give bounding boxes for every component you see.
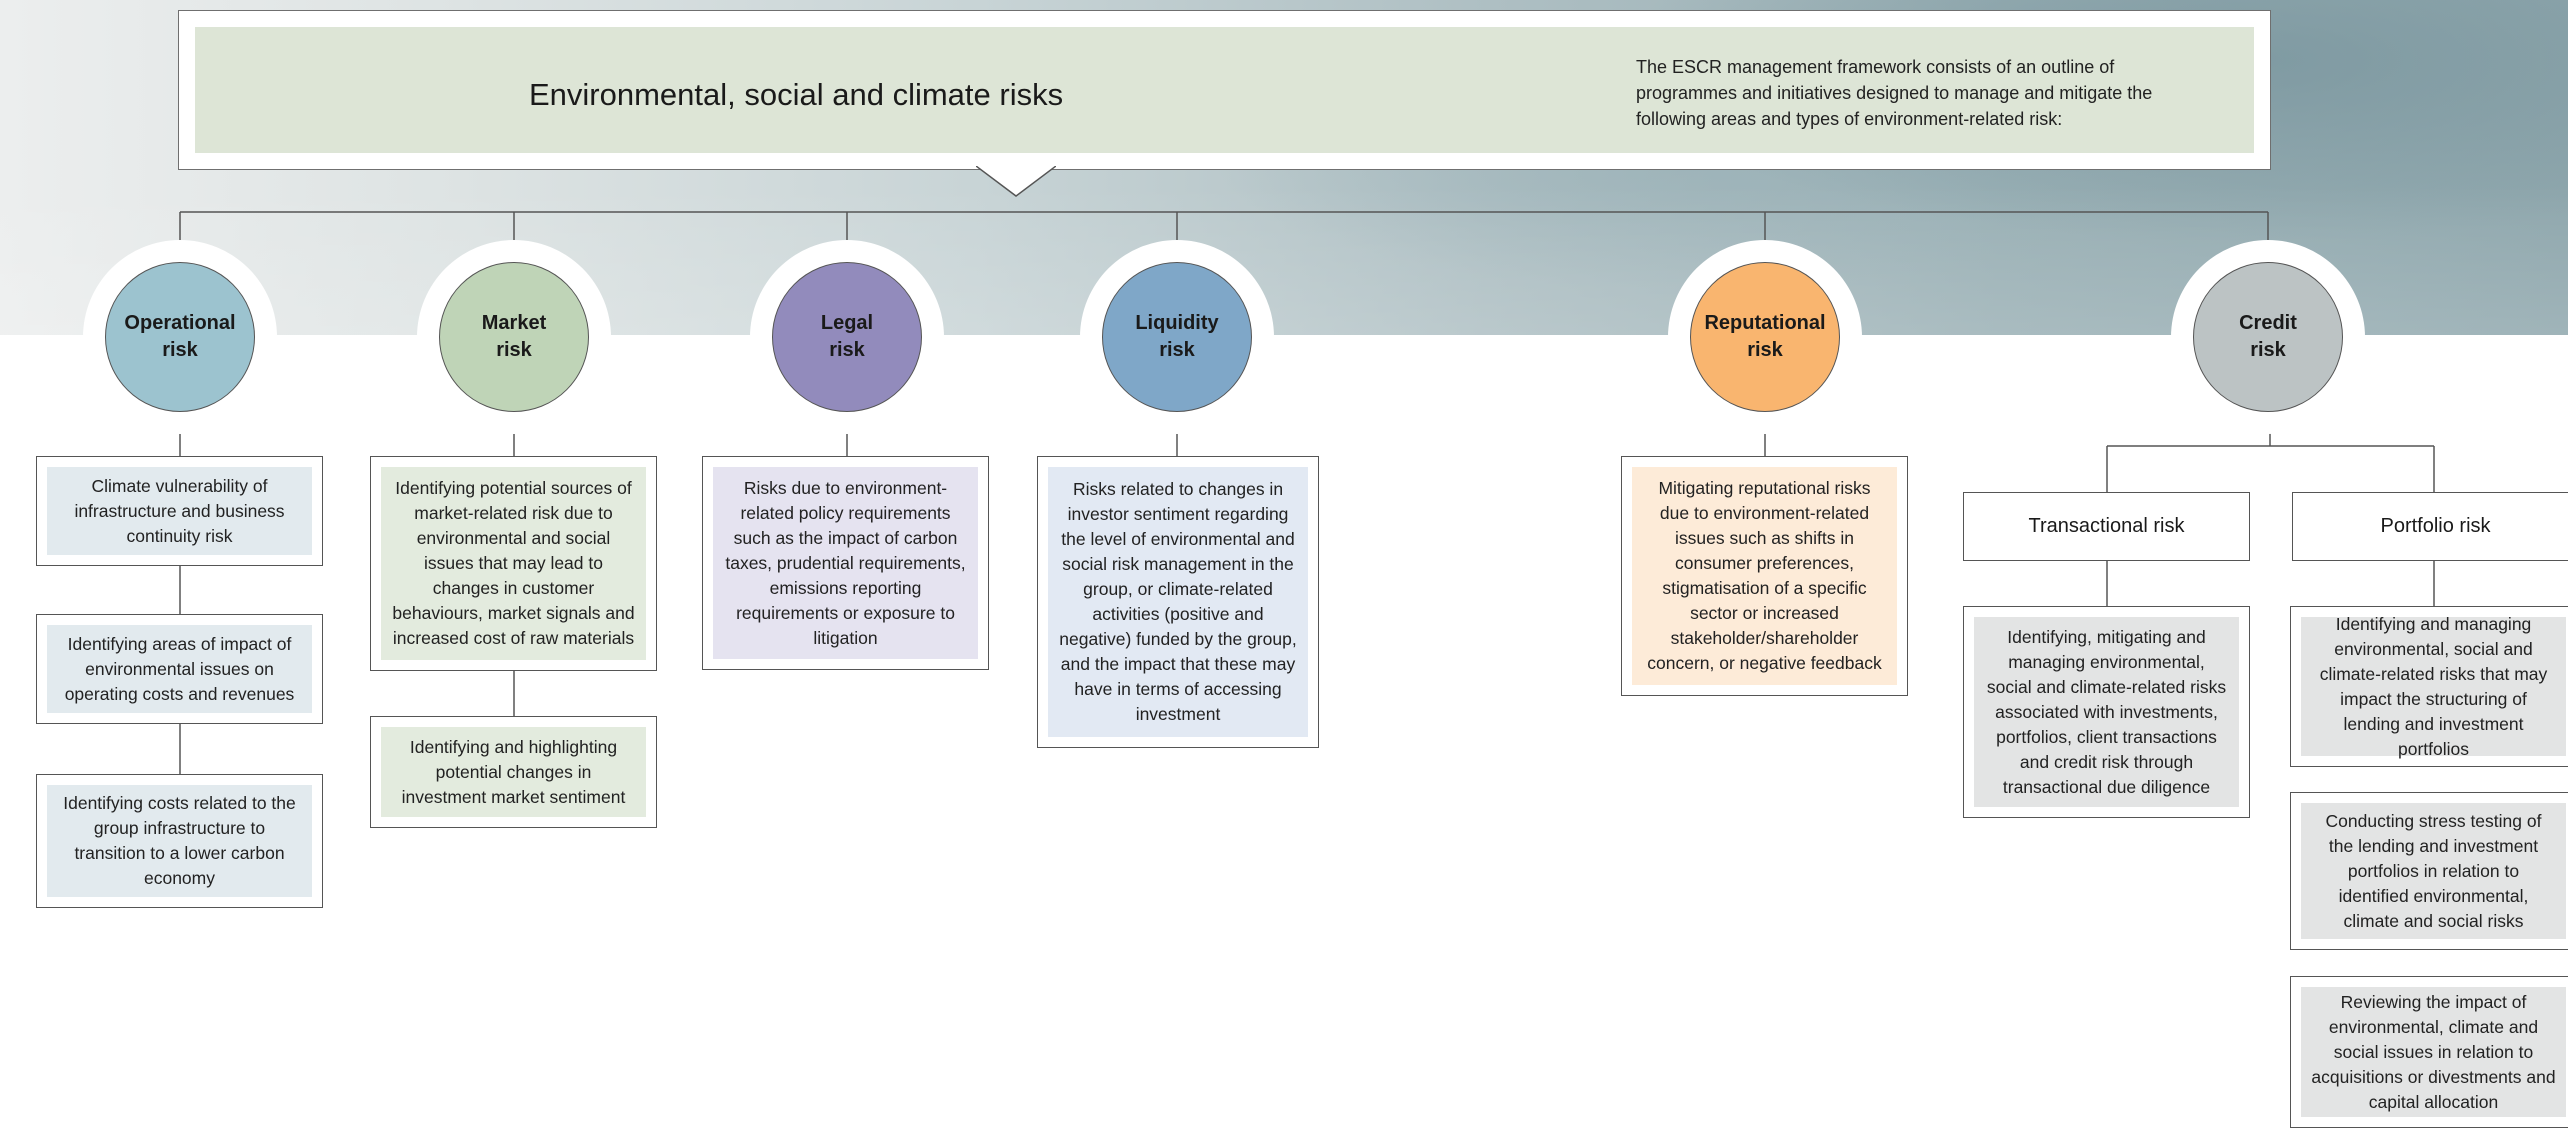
- header-title: Environmental, social and climate risks: [529, 77, 1064, 112]
- portfolio-item-text: Conducting stress testing of the lending…: [2301, 803, 2566, 939]
- header-pointer: [976, 166, 1056, 197]
- portfolio-item-text: Identifying and managing environmental, …: [2301, 614, 2566, 759]
- portfolio-item-box: Conducting stress testing of the lending…: [2290, 792, 2568, 950]
- reputational-item-text: Mitigating reputational risks due to env…: [1632, 467, 1897, 685]
- operational-item-box: Identifying costs related to the group i…: [36, 774, 323, 908]
- market-item-text: Identifying potential sources of market-…: [381, 467, 646, 660]
- header-fill: Environmental, social and climate risks …: [195, 27, 2254, 153]
- legal-item-text: Risks due to environment-related policy …: [713, 467, 978, 659]
- legal-risk-node: Legal risk: [772, 262, 922, 412]
- liquidity-item-box: Risks related to changes in investor sen…: [1037, 456, 1319, 748]
- reputational-risk-node: Reputational risk: [1690, 262, 1840, 412]
- operational-risk-node: Operational risk: [105, 262, 255, 412]
- header-box: Environmental, social and climate risks …: [178, 10, 2271, 170]
- market-risk-node: Market risk: [439, 262, 589, 412]
- operational-item-text: Climate vulnerability of infrastructure …: [47, 467, 312, 555]
- reputational-item-box: Mitigating reputational risks due to env…: [1621, 456, 1908, 696]
- legal-item-box: Risks due to environment-related policy …: [702, 456, 989, 670]
- operational-item-text: Identifying costs related to the group i…: [47, 785, 312, 897]
- operational-item-text: Identifying areas of impact of environme…: [47, 625, 312, 713]
- operational-item-box: Climate vulnerability of infrastructure …: [36, 456, 323, 566]
- credit-risk-node: Credit risk: [2193, 262, 2343, 412]
- operational-item-box: Identifying areas of impact of environme…: [36, 614, 323, 724]
- portfolio-item-text: Reviewing the impact of environmental, c…: [2301, 987, 2566, 1117]
- transactional-item-text: Identifying, mitigating and managing env…: [1974, 617, 2239, 807]
- transactional-risk-box: Transactional risk: [1963, 492, 2250, 561]
- market-item-box: Identifying potential sources of market-…: [370, 456, 657, 671]
- portfolio-risk-box: Portfolio risk: [2292, 492, 2568, 561]
- portfolio-item-box: Reviewing the impact of environmental, c…: [2290, 976, 2568, 1128]
- market-item-text: Identifying and highlighting potential c…: [381, 727, 646, 817]
- portfolio-item-box: Identifying and managing environmental, …: [2290, 606, 2568, 767]
- market-item-box: Identifying and highlighting potential c…: [370, 716, 657, 828]
- header-description: The ESCR management framework consists o…: [1636, 57, 2153, 129]
- transactional-item-box: Identifying, mitigating and managing env…: [1963, 606, 2250, 818]
- liquidity-risk-node: Liquidity risk: [1102, 262, 1252, 412]
- liquidity-item-text: Risks related to changes in investor sen…: [1048, 467, 1308, 737]
